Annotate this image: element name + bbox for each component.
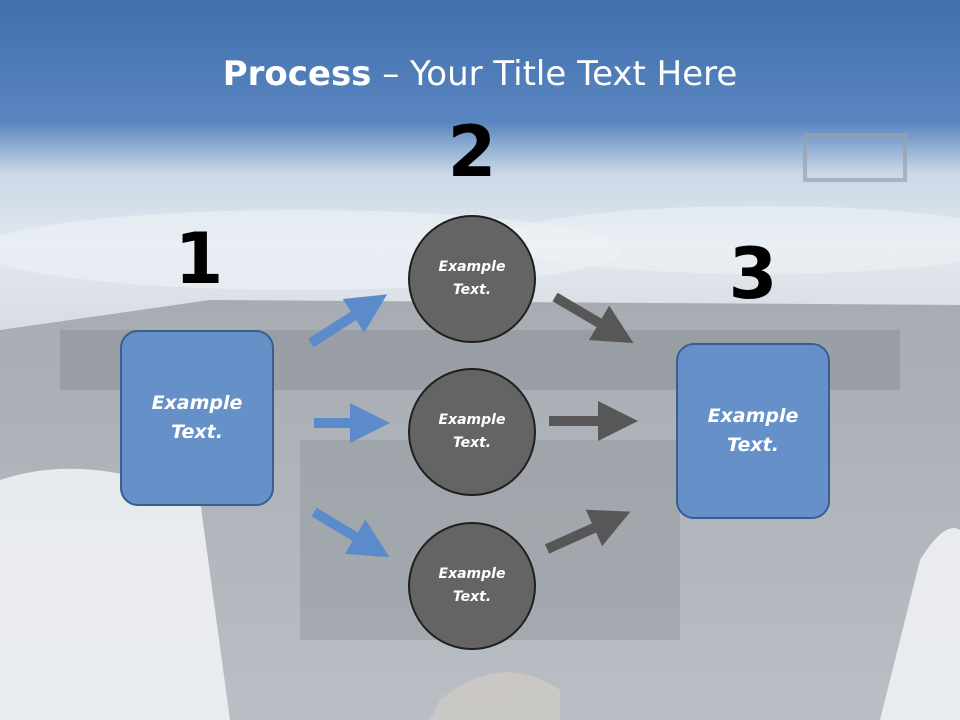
- step-1-box: Example Text.: [120, 330, 274, 506]
- step-1-text: Example Text.: [151, 392, 243, 443]
- step-number-1: 1: [174, 218, 224, 300]
- step-number-2: 2: [447, 111, 497, 193]
- circle-middle: Example Text.: [408, 368, 536, 496]
- circle-bottom: Example Text.: [408, 522, 536, 650]
- step-3-text: Example Text.: [707, 405, 799, 456]
- step-3-box: Example Text.: [676, 343, 830, 519]
- circle-top-text: Example Text.: [438, 259, 506, 298]
- circle-bottom-text: Example Text.: [438, 566, 506, 605]
- title-rest-text: – Your Title Text Here: [371, 54, 738, 94]
- title-bold-text: Process: [222, 54, 372, 94]
- step-number-3: 3: [728, 233, 778, 315]
- circle-top: Example Text.: [408, 215, 536, 343]
- slide-title: Process – Your Title Text Here: [0, 52, 960, 96]
- circle-middle-text: Example Text.: [438, 412, 506, 451]
